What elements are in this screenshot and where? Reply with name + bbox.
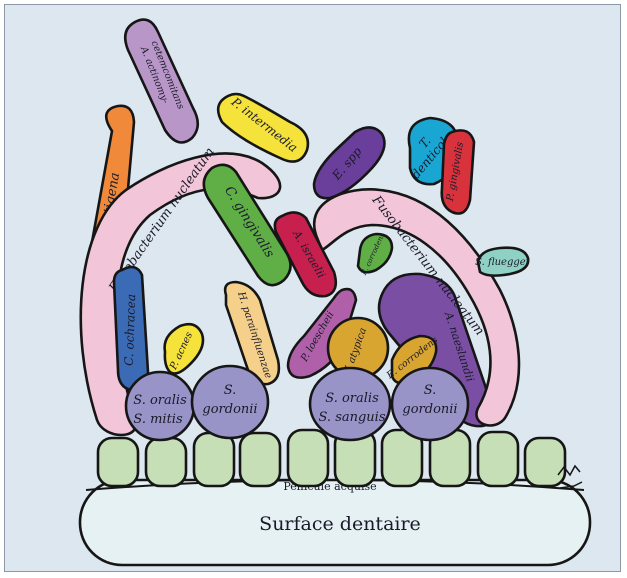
s-flueggei: S. flueggei <box>475 248 529 276</box>
s-sanguis-label: S. sanguis <box>318 410 385 425</box>
tooth-surface-label: Surface dentaire <box>259 513 421 535</box>
s-oralis-sanguis: S. oralis S. sanguis <box>310 368 390 440</box>
s-oralis-label-2: S. oralis <box>325 391 379 406</box>
c-ochracea: C. ochracea <box>114 267 148 390</box>
s-flueggei-label: S. flueggei <box>475 257 529 268</box>
c-ochracea-label: C. ochracea <box>122 294 139 366</box>
s-gordonii-right-label-2: gordonii <box>402 402 457 417</box>
s-gordonii-right-label-1: S. <box>424 383 437 398</box>
s-oralis-mitis: S. oralis S. mitis <box>126 372 194 440</box>
e-spp: E. spp <box>314 127 384 198</box>
p-intermedia: P. intermedia <box>218 94 308 162</box>
s-gordonii-left-label-1: S. <box>224 383 237 398</box>
p-acnes: P. acnes <box>165 324 203 373</box>
s-mitis-label: S. mitis <box>133 412 183 427</box>
s-gordonii-left-label-2: gordonii <box>202 402 257 417</box>
e-corrodens-top: E. corrodens <box>358 232 392 278</box>
p-gingivalis: P. gingivalis <box>442 130 474 213</box>
s-gordonii-left: S. gordonii <box>192 366 268 438</box>
s-oralis-label-1: S. oralis <box>133 393 187 408</box>
s-gordonii-right: S. gordonii <box>392 368 468 440</box>
a-actinomycetemcomitans: A. actinomy- cetemcomitans <box>125 20 198 143</box>
